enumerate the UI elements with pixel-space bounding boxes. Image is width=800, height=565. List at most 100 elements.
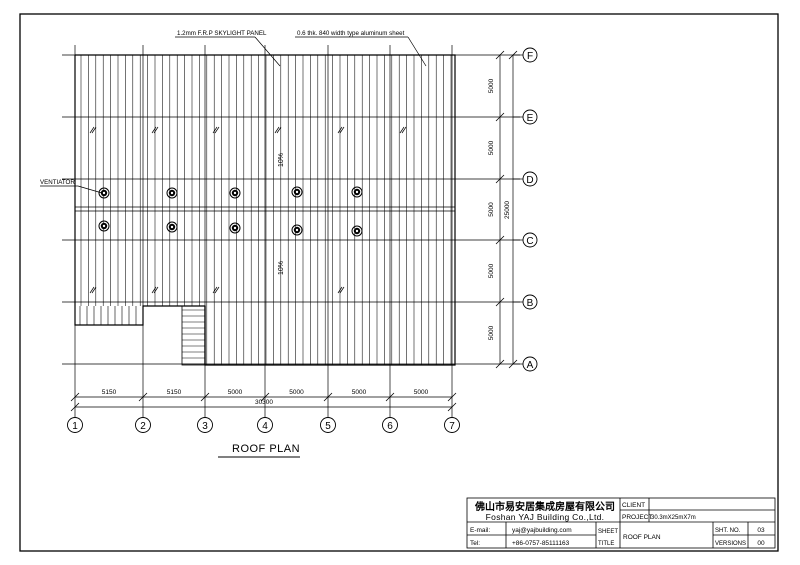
row-spacing-label: 5000 [488, 202, 495, 217]
skylight-hatch [212, 286, 218, 294]
svg-text:F: F [527, 51, 533, 62]
leader-lines [40, 36, 427, 194]
sheet-no-label: SHT. NO. [715, 528, 741, 534]
title-block [466, 497, 776, 549]
row-bubble-a: A [513, 356, 538, 372]
skylight-hatch [151, 286, 157, 294]
column-spacing-label: 5000 [289, 389, 304, 396]
sheet-title-label-2: TITLE [598, 541, 614, 547]
ventilator-icon [351, 225, 363, 237]
plan-title: ROOF PLAN [232, 443, 300, 455]
skylight-markers [89, 126, 407, 294]
svg-text:A: A [527, 360, 534, 371]
column-bubble-1: 1 [67, 417, 83, 433]
skylight-hatch [153, 286, 159, 294]
email-label: E-mail: [470, 527, 490, 534]
svg-text:E: E [527, 113, 534, 124]
ventilator-icon [166, 221, 178, 233]
skylight-hatch [339, 126, 345, 134]
column-total-label: 30300 [255, 399, 273, 406]
row-spacing-label: 5000 [488, 263, 495, 278]
versions-value: 00 [757, 540, 765, 547]
row-bubble-c: C [513, 232, 538, 248]
column-bubble-3: 3 [197, 417, 213, 433]
skylight-hatch [276, 126, 282, 134]
column-bubble-5: 5 [320, 417, 336, 433]
ventilator-label: VENTIATOR [40, 179, 75, 186]
roof-sheeting [75, 55, 455, 366]
skylight-hatch [214, 286, 220, 294]
ventilator-icon [166, 187, 178, 199]
column-bubble-6: 6 [382, 417, 398, 433]
row-bubble-b: B [513, 294, 538, 310]
svg-text:D: D [526, 175, 533, 186]
column-spacing-label: 5150 [167, 389, 182, 396]
column-bubble-4: 4 [257, 417, 273, 433]
skylight-hatch [89, 126, 95, 134]
ventilator-icon [98, 220, 110, 232]
ventilator-icon [351, 186, 363, 198]
column-spacing-label: 5000 [228, 389, 243, 396]
sheet-title-value: ROOF PLAN [623, 534, 661, 541]
row-bubble-f: F [513, 47, 538, 63]
skylight-hatch [274, 126, 280, 134]
svg-text:3: 3 [202, 421, 208, 432]
skylight-hatch [153, 126, 159, 134]
row-spacing-label: 5000 [488, 325, 495, 340]
tel-label: Tel: [470, 540, 480, 547]
skylight-hatch [89, 286, 95, 294]
sheet-title-label-1: SHEET [598, 529, 618, 535]
company-name-cn: 佛山市易安居集成房屋有限公司 [474, 500, 615, 513]
sheet-no-value: 03 [757, 527, 765, 534]
grid-bubbles: F E D C B A 1 2 3 4 5 6 7 [67, 47, 538, 433]
skylight-hatch [91, 126, 97, 134]
aluminum-sheet-label: 0.6 thk. 840 width type aluminum sheet [297, 30, 405, 37]
svg-text:4: 4 [262, 421, 268, 432]
grid-lines [62, 45, 520, 417]
column-bubble-7: 7 [444, 417, 460, 433]
svg-text:C: C [526, 236, 533, 247]
svg-text:2: 2 [140, 421, 146, 432]
svg-text:7: 7 [449, 421, 455, 432]
ventilator-icon [98, 187, 110, 199]
skylight-hatch [151, 126, 157, 134]
column-dimensions: 5150 5150 5000 5000 5000 5000 30300 [70, 389, 457, 412]
column-spacing-label: 5000 [352, 389, 367, 396]
skylight-hatch [214, 126, 220, 134]
row-total-label: 25000 [504, 201, 511, 219]
svg-text:5: 5 [325, 421, 331, 432]
skylight-panel-label: 1.2mm F.R.P SKYLIGHT PANEL [177, 30, 267, 37]
slope-label-top: 10% [278, 153, 285, 167]
ventilator-icon [229, 222, 241, 234]
ventilator-icon [229, 187, 241, 199]
column-bubble-2: 2 [135, 417, 151, 433]
slope-label-bottom: 10% [278, 261, 285, 275]
row-dimensions: 5000 5000 5000 5000 5000 25000 [488, 50, 518, 369]
row-bubble-e: E [513, 109, 538, 125]
email-value: yaj@yajbuilding.com [512, 527, 572, 534]
row-spacing-label: 5000 [488, 78, 495, 93]
svg-text:1: 1 [72, 421, 78, 432]
skylight-hatch [337, 126, 343, 134]
skylight-hatch [337, 286, 343, 294]
svg-text:6: 6 [387, 421, 393, 432]
skylight-hatch [91, 286, 97, 294]
ventilators [98, 186, 363, 237]
skylight-hatch [399, 126, 405, 134]
row-bubble-d: D [513, 171, 538, 187]
versions-label: VERSIONS [715, 541, 746, 547]
column-spacing-label: 5000 [414, 389, 429, 396]
row-spacing-label: 5000 [488, 140, 495, 155]
company-name-en: Foshan YAJ Building Co.,Ltd. [486, 512, 605, 522]
project-value: 30.3mX25mX7m [651, 515, 696, 521]
project-label: PROJECT [622, 514, 652, 521]
column-spacing-label: 5150 [102, 389, 117, 396]
skylight-hatch [401, 126, 407, 134]
ventilator-icon [291, 186, 303, 198]
client-label: CLIENT [622, 502, 645, 509]
sheet-border [19, 13, 779, 552]
svg-text:B: B [527, 298, 534, 309]
tel-value: +86-0757-85111163 [512, 540, 570, 547]
ventilator-icon [291, 224, 303, 236]
